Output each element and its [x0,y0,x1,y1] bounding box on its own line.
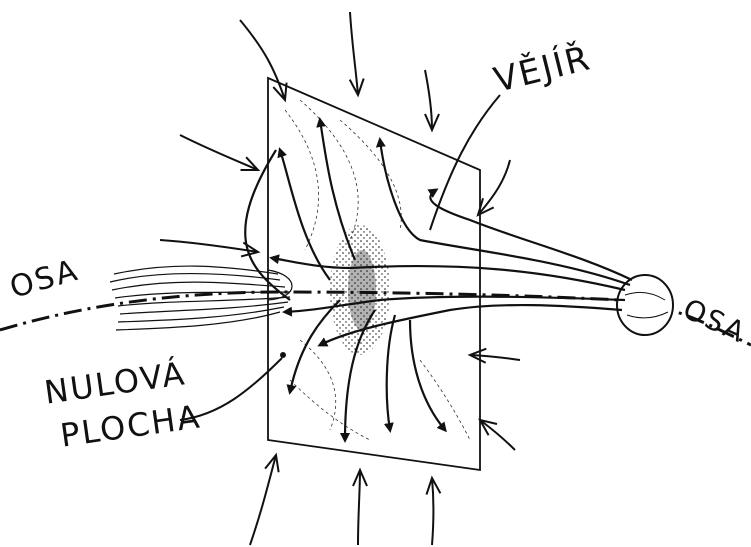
fan-field-lines [245,120,632,440]
null-region-stipple [330,225,390,355]
flux-tube-left [110,266,292,330]
null-surface-pointer-dot [280,352,286,358]
fan-leader-line [430,95,500,230]
